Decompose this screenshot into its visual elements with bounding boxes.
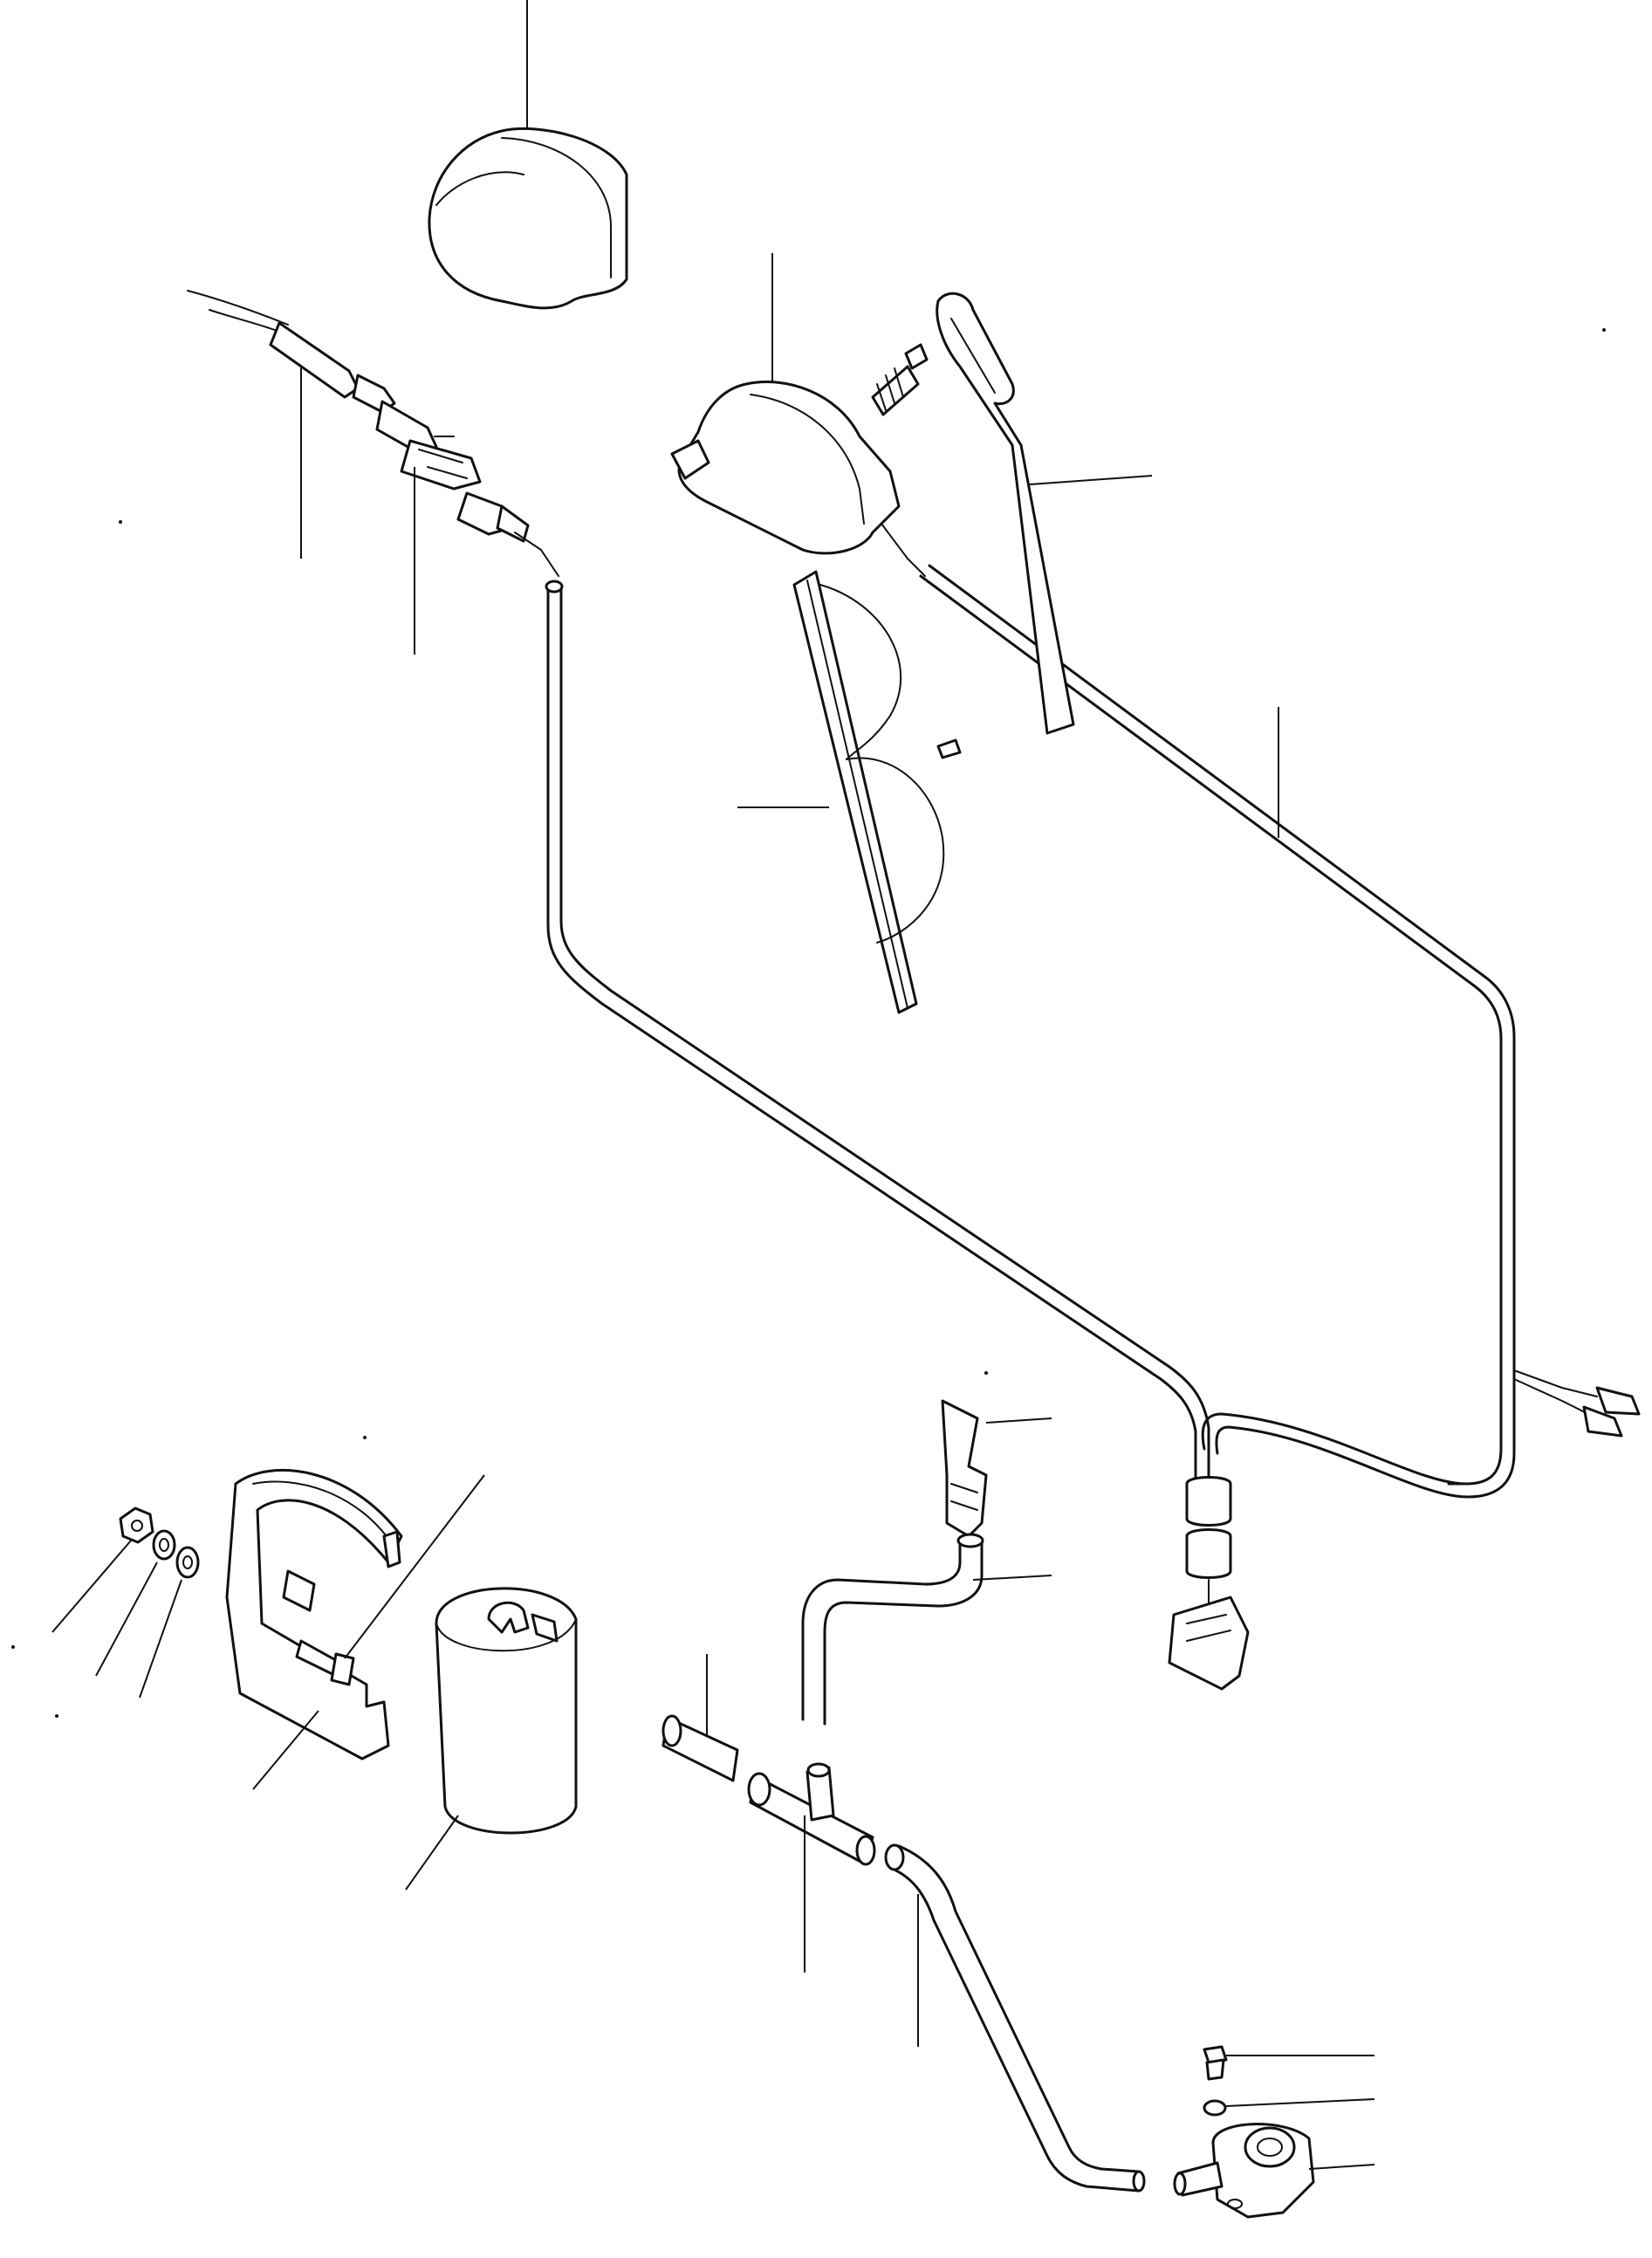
hose-short bbox=[661, 1654, 739, 1782]
hose-lower bbox=[884, 1843, 1146, 2193]
bracket-band bbox=[225, 1469, 403, 1790]
harness-connector bbox=[1168, 1369, 1641, 1691]
washer-lock bbox=[95, 1529, 176, 1677]
washer-tank bbox=[405, 1587, 578, 1891]
tee-joint bbox=[747, 1762, 876, 1973]
wiper-blade bbox=[737, 570, 962, 1014]
lamp-lens bbox=[428, 0, 628, 310]
bolt bbox=[295, 1474, 485, 1686]
harness-wire-right bbox=[919, 564, 1516, 1499]
print-dots bbox=[11, 328, 1606, 1718]
pump-washer bbox=[1203, 2098, 1375, 2117]
connector bbox=[400, 439, 559, 655]
wiper-arm bbox=[936, 292, 1153, 735]
washer-tube-long bbox=[545, 580, 1210, 1503]
washer-nozzle bbox=[941, 1399, 1052, 1538]
nut bbox=[51, 1506, 154, 1633]
wiper-motor bbox=[670, 253, 929, 577]
wire-harness-lead bbox=[187, 290, 455, 559]
hose-upper bbox=[801, 1533, 1052, 1726]
washer-flat bbox=[139, 1546, 200, 1699]
washer-pump bbox=[1173, 2123, 1375, 2219]
pump-screw bbox=[1203, 2045, 1374, 2081]
